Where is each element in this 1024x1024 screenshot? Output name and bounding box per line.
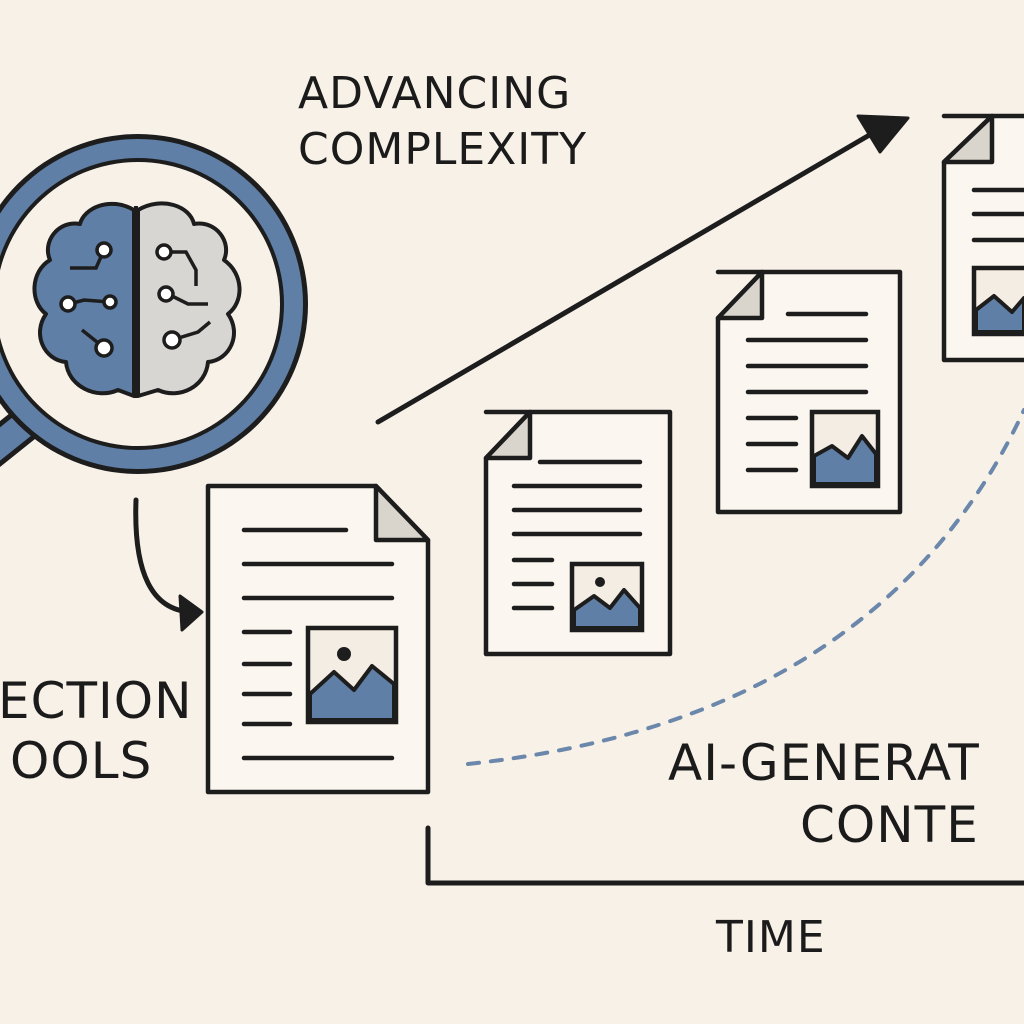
- advancing-complexity-label: ADVANCING: [298, 68, 571, 119]
- detection-arrow-icon: [133, 497, 204, 632]
- ai-generated-content-label: AI-GENERAT: [668, 734, 980, 792]
- document-icon: [205, 483, 431, 795]
- brain-circuit-icon: [32, 201, 242, 398]
- document-icon: [715, 269, 903, 515]
- document-icon: [483, 409, 673, 657]
- detection-tools-label: OOLS: [10, 732, 152, 790]
- detection-tools-label: ECTION: [0, 672, 193, 730]
- image-icon: [971, 265, 1024, 337]
- complexity-arrow-icon: [375, 114, 910, 425]
- time-axis-label: TIME: [715, 912, 826, 963]
- image-icon: [569, 561, 645, 633]
- time-axis: [425, 825, 1024, 886]
- document-icon: [941, 113, 1024, 363]
- ai-generated-content-label: CONTE: [800, 796, 979, 854]
- advancing-complexity-label: COMPLEXITY: [298, 124, 587, 175]
- ai-content-curve: [466, 408, 1024, 766]
- image-icon: [305, 625, 399, 725]
- image-icon: [809, 409, 881, 489]
